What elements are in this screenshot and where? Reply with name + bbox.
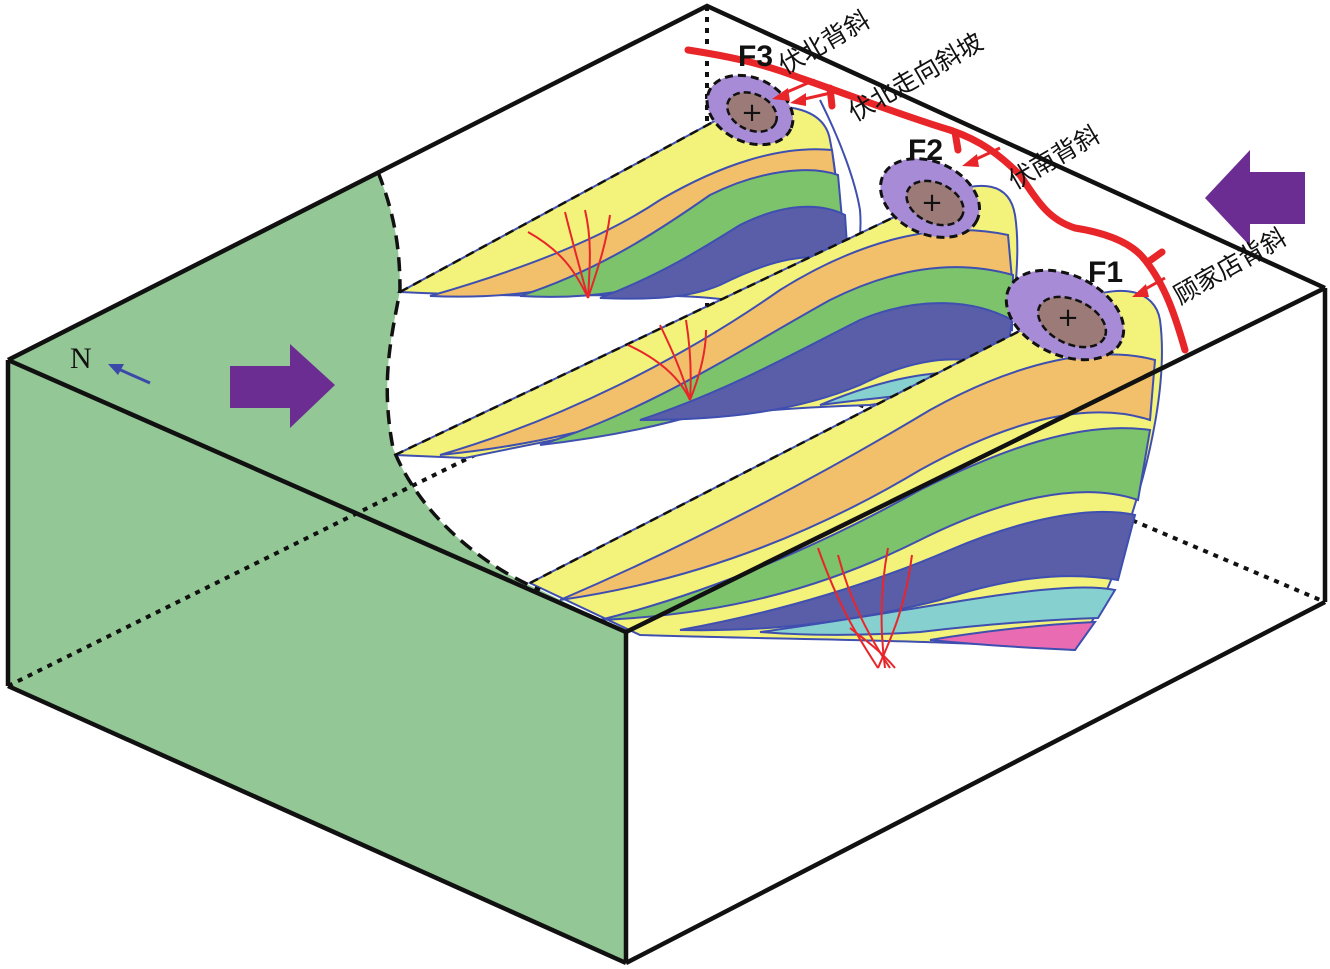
f1-crest-line	[529, 303, 1071, 585]
f1-plus-icon: +	[1057, 303, 1079, 333]
f3-core-inner	[725, 91, 779, 133]
f2-core-inner	[905, 179, 965, 227]
fault-fan-f1	[817, 547, 913, 669]
north-arrow-icon	[115, 366, 151, 385]
f2-crest-line	[394, 198, 931, 457]
anticline-f2	[394, 184, 1019, 460]
label-f2: F2	[908, 134, 943, 167]
compression-arrow-right	[1205, 150, 1305, 246]
f1-layer-orange	[559, 353, 1157, 601]
front-left-face	[8, 360, 626, 963]
north-indicator: N	[70, 342, 151, 385]
north-label: N	[70, 342, 92, 375]
label-f1: F1	[1088, 256, 1123, 289]
thrust-fault	[684, 46, 1189, 354]
compression-arrow-left	[230, 344, 335, 428]
f1-layer-green	[599, 427, 1152, 621]
basement-boundary	[376, 171, 541, 592]
f3-plus-icon: +	[741, 98, 763, 128]
fold-core-f2: +	[878, 157, 982, 239]
thrust-trace	[684, 46, 1189, 354]
label-f3: F3	[738, 40, 773, 73]
pointer-arrows	[772, 78, 1166, 297]
f1-layer-cyan	[759, 586, 1117, 636]
f3-crest-line	[399, 108, 736, 294]
anticline-f1	[527, 289, 1163, 652]
f1-core-inner	[1036, 295, 1108, 349]
f3-layer-blue	[599, 205, 850, 300]
f1-layer-pink	[929, 620, 1098, 652]
fold-core-f1: +	[1004, 268, 1126, 362]
f2-plus-icon: +	[921, 188, 943, 218]
fault-fan-f2	[627, 319, 707, 401]
fold-core-f3: +	[705, 73, 795, 147]
fault-fan-f3	[527, 209, 611, 299]
block-edges	[5, 3, 1328, 966]
